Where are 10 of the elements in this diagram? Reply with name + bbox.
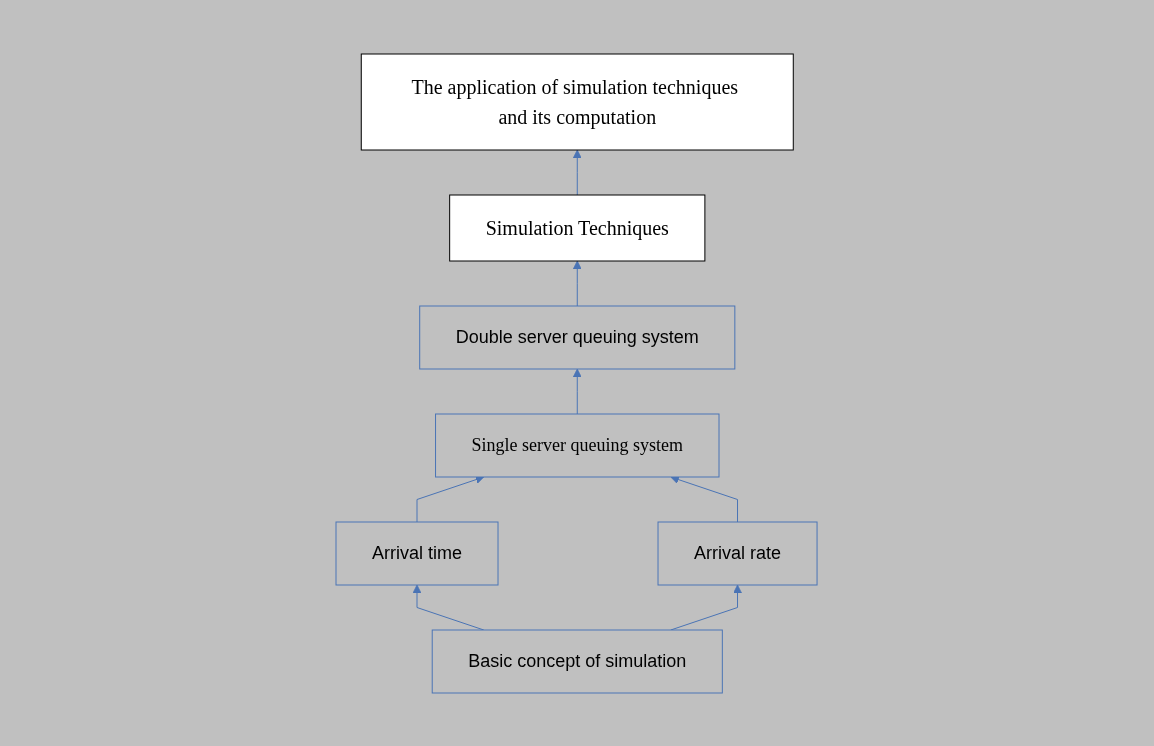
node-box: Basic concept of simulation <box>432 629 724 693</box>
node-box: Arrival rate <box>658 521 818 585</box>
arrow <box>573 368 583 414</box>
node-box: Simulation Techniques <box>449 194 706 261</box>
node-box: Single server queuing system <box>435 413 720 477</box>
node-box: Arrival time <box>335 521 499 585</box>
node-box: Double server queuing system <box>419 305 736 369</box>
node-box: The application of simulation techniques and its computation <box>361 53 795 150</box>
arrow <box>573 149 583 195</box>
arrow <box>573 260 583 306</box>
